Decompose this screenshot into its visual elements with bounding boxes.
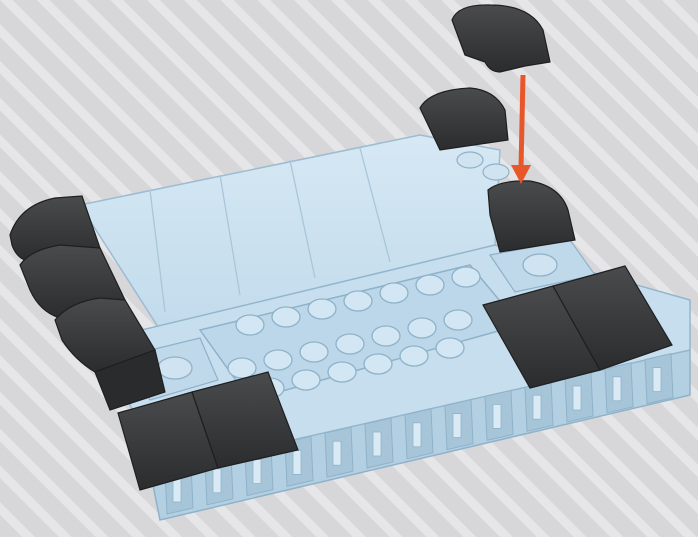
stud <box>228 358 256 378</box>
stud <box>236 315 264 335</box>
back-stud-1 <box>457 152 483 168</box>
tooth-slot <box>493 404 501 428</box>
stud <box>372 326 400 346</box>
tooth-slot <box>613 377 621 401</box>
tooth-slot <box>533 395 541 419</box>
tooth-slot <box>573 386 581 410</box>
stud <box>264 350 292 370</box>
stud <box>328 362 356 382</box>
stud <box>408 318 436 338</box>
tooth-slot <box>293 450 301 474</box>
tooth-slot <box>253 460 261 484</box>
tooth-slot <box>373 432 381 456</box>
stud <box>452 267 480 287</box>
stud <box>344 291 372 311</box>
back-stud-2 <box>483 164 509 180</box>
stud <box>444 310 472 330</box>
left-small-stud <box>158 357 192 379</box>
stud <box>292 370 320 390</box>
stud <box>272 307 300 327</box>
stud <box>380 283 408 303</box>
tooth-slot <box>453 414 461 438</box>
stud <box>300 342 328 362</box>
stud <box>416 275 444 295</box>
tooth-slot <box>173 478 181 502</box>
tooth-slot <box>653 368 661 392</box>
stud <box>400 346 428 366</box>
tooth-slot <box>333 441 341 465</box>
right-small-stud <box>523 254 557 276</box>
stud <box>364 354 392 374</box>
stud <box>436 338 464 358</box>
tooth-slot <box>413 423 421 447</box>
stud <box>308 299 336 319</box>
stud <box>336 334 364 354</box>
tooth-slot <box>213 469 221 493</box>
